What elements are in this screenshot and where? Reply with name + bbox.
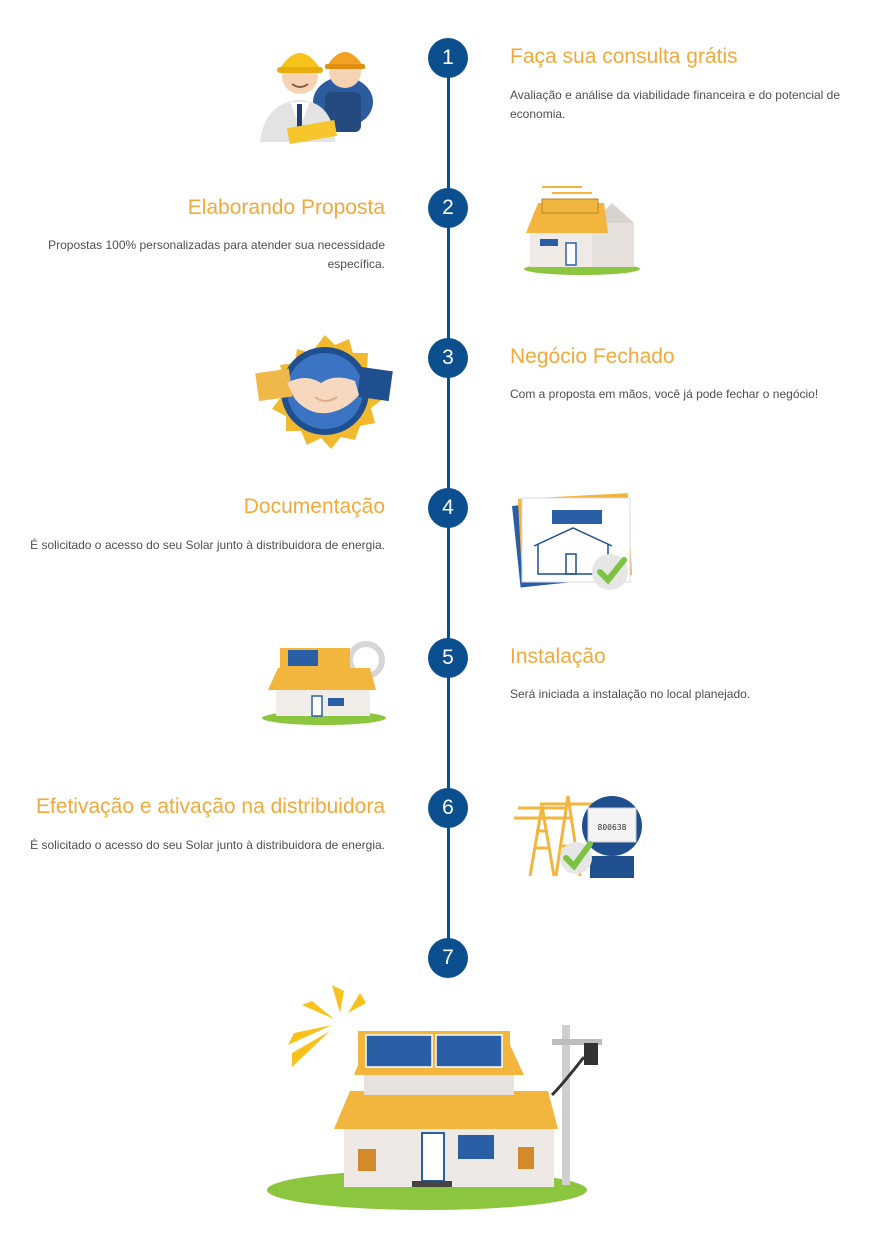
step-2-number: 2 bbox=[428, 188, 468, 228]
step-6-description: É solicitado o acesso do seu Solar junto… bbox=[30, 838, 385, 852]
step-4-number: 4 bbox=[428, 488, 468, 528]
handshake-icon bbox=[255, 335, 393, 449]
step-4-description: É solicitado o acesso do seu Solar junto… bbox=[30, 538, 385, 552]
documents-approved-icon bbox=[512, 493, 633, 590]
step-3-number: 3 bbox=[428, 338, 468, 378]
step-7-number: 7 bbox=[428, 938, 468, 978]
house-blueprint-icon bbox=[524, 186, 640, 275]
power-tower-meter-icon: 800638 bbox=[514, 795, 642, 878]
sun-icon bbox=[288, 985, 366, 1067]
step-6-title: Efetivação e ativação na distribuidora bbox=[35, 795, 385, 818]
step-3-description: Com a proposta em mãos, você já pode fec… bbox=[510, 387, 819, 401]
solar-house-icon bbox=[267, 985, 602, 1210]
step-1-description: Avaliação e análise da viabilidade finan… bbox=[510, 88, 841, 121]
step-2-title: Elaborando Proposta bbox=[187, 196, 385, 219]
step-5-number: 5 bbox=[428, 638, 468, 678]
engineers-icon bbox=[260, 52, 373, 145]
step-1-title: Faça sua consulta grátis bbox=[510, 45, 738, 68]
meter-display: 800638 bbox=[598, 823, 627, 832]
step-1-number: 1 bbox=[428, 38, 468, 78]
step-2-description: Propostas 100% personalizadas para atend… bbox=[48, 238, 385, 271]
step-4-title: Documentação bbox=[243, 495, 385, 518]
step-5-title: Instalação bbox=[510, 645, 606, 668]
house-installation-icon bbox=[262, 641, 386, 725]
step-3-title: Negócio Fechado bbox=[510, 345, 675, 368]
step-5-description: Será iniciada a instalação no local plan… bbox=[510, 687, 751, 701]
step-6-number: 6 bbox=[428, 788, 468, 828]
